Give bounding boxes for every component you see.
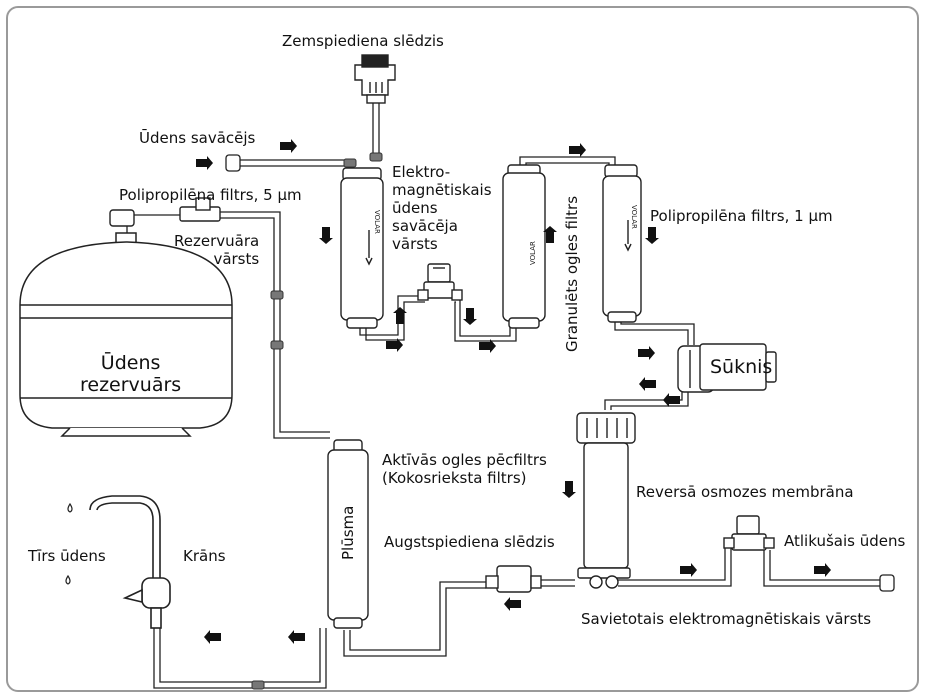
label-clean-water: Tīrs ūdens (28, 547, 106, 565)
label-tank-valve: Rezervuāra vārsts (174, 232, 260, 268)
label-pp-filter-5: Polipropilēna filtrs, 5 µm (119, 186, 302, 204)
post-carbon-filter (327, 439, 369, 629)
pp1-filter: VOLAR (602, 164, 642, 323)
label-tank: Ūdens rezervuārs (80, 352, 182, 396)
high-pressure-switch (485, 565, 542, 593)
pump (677, 343, 777, 393)
sediment-filter-housing: VOLAR (340, 167, 384, 329)
svg-text:VOLAR: VOLAR (373, 210, 381, 234)
label-ro-membrane: Reversā osmozes membrāna (636, 483, 854, 501)
inlet-connector (225, 152, 383, 172)
svg-text:VOLAR: VOLAR (630, 205, 638, 229)
granular-carbon-filter: VOLAR (502, 164, 546, 329)
svg-text:VOLAR: VOLAR (529, 241, 537, 265)
label-faucet: Krāns (183, 547, 226, 565)
tank-valve (109, 197, 221, 227)
waste-outlet (879, 574, 895, 592)
label-flow: Plūsma (339, 505, 357, 560)
faucet (89, 495, 171, 629)
label-combined-solenoid: Savietotais elektromagnētiskais vārsts (581, 610, 872, 628)
label-water-inlet: Ūdens savācējs (139, 129, 256, 147)
storage-tank (19, 232, 233, 437)
low-pressure-switch (354, 54, 396, 104)
label-pump: Sūknis (710, 356, 773, 378)
diagram-frame (6, 6, 919, 692)
label-low-pressure-switch: Zemspiediena slēdzis (282, 32, 444, 50)
label-inlet-solenoid: Elektro- magnētiskais ūdens savācēja vār… (392, 163, 492, 253)
label-granular-carbon: Granulēts ogles filtrs (563, 195, 581, 352)
label-waste-water: Atlikušais ūdens (784, 532, 906, 550)
ro-membrane-housing (576, 412, 636, 589)
label-post-carbon: Aktīvās ogles pēcfiltrs (Kokosrieksta fi… (382, 451, 547, 487)
inlet-solenoid-valve (417, 263, 463, 301)
label-high-pressure-switch: Augstspiediena slēdzis (384, 533, 555, 551)
combined-solenoid-valve (723, 515, 775, 551)
water-drop-icon (65, 502, 73, 585)
label-pp-filter-1: Polipropilēna filtrs, 1 µm (650, 207, 833, 225)
